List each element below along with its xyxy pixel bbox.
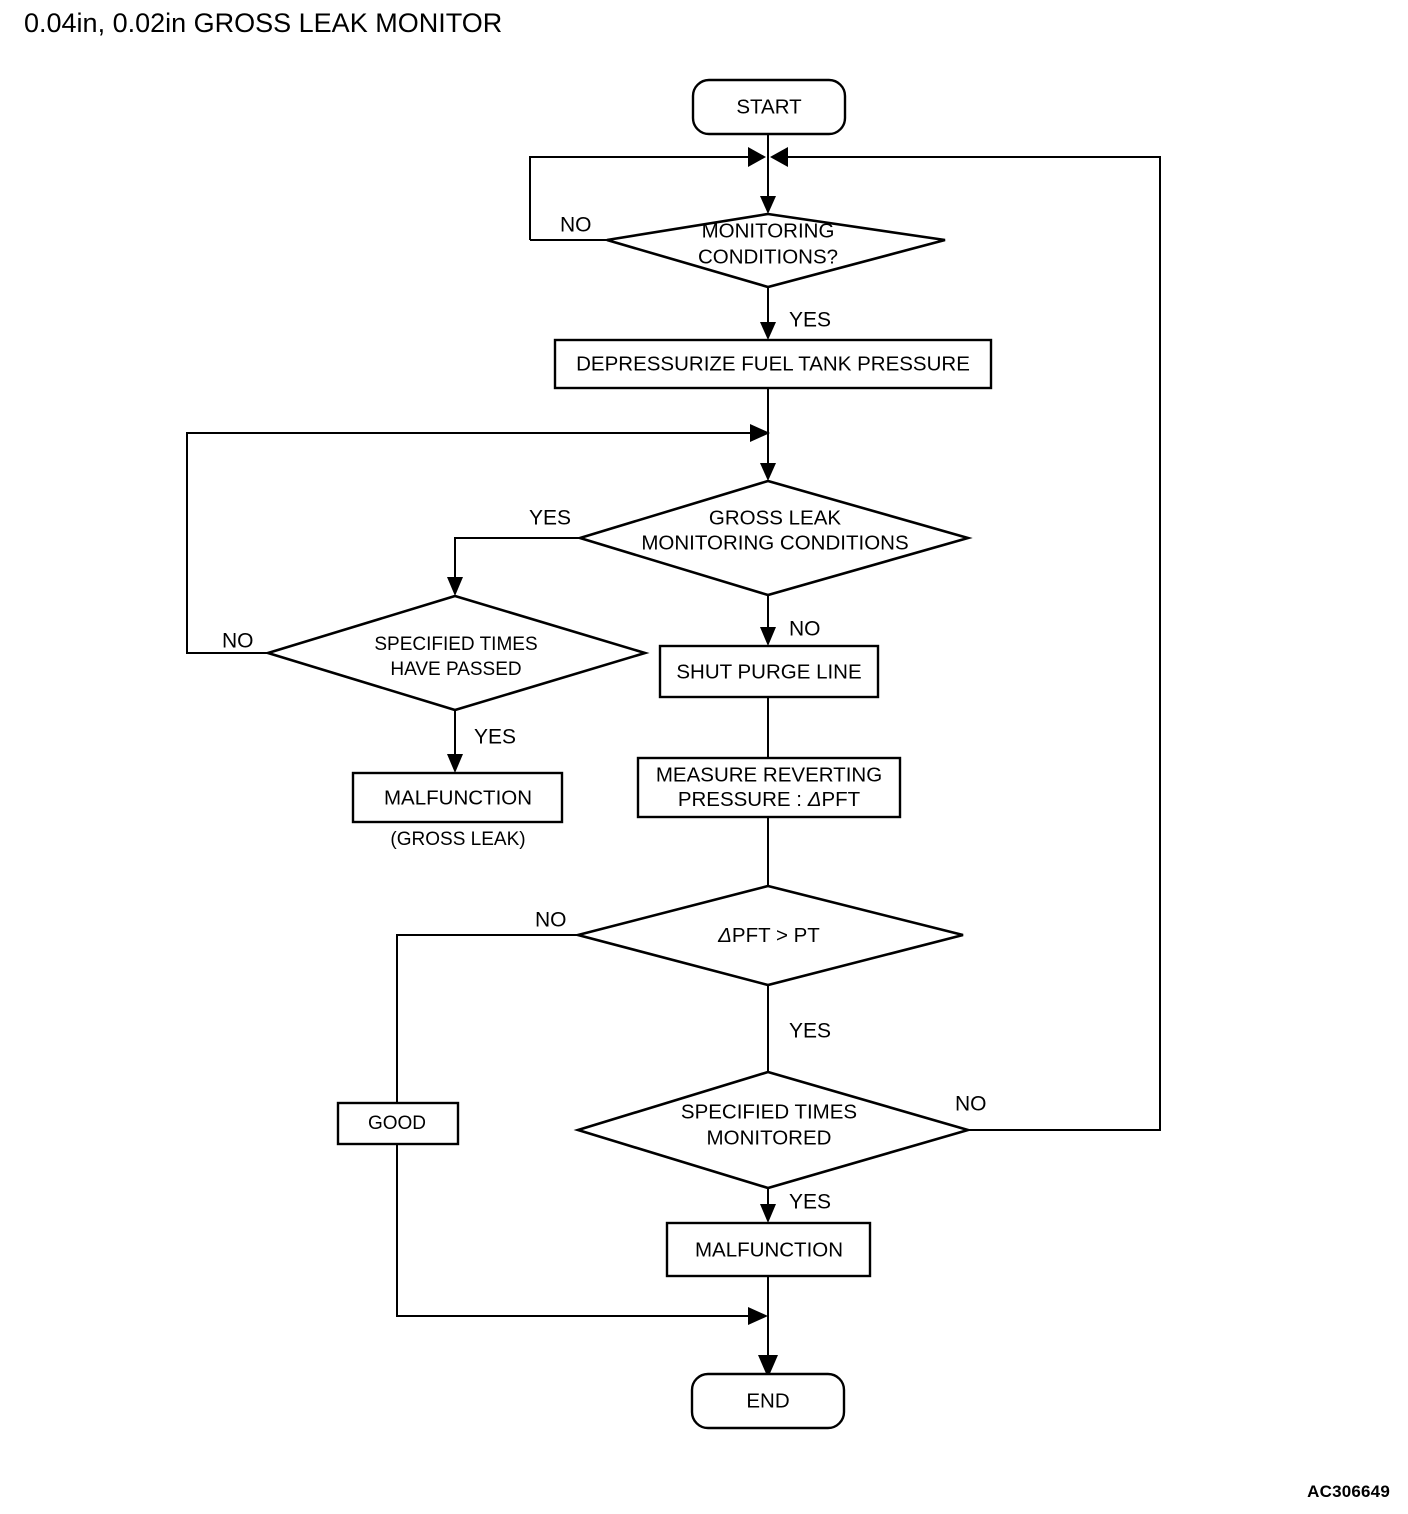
arrowhead-monitoring-yes — [760, 322, 776, 340]
node-shut-purge-line: SHUT PURGE LINE — [658, 644, 880, 699]
node-gross-leak-conditions: GROSS LEAK MONITORING CONDITIONS — [575, 479, 973, 597]
node-good: GOOD — [336, 1101, 460, 1146]
depressurize-label: DEPRESSURIZE FUEL TANK PRESSURE — [576, 352, 970, 375]
malfunction-label: MALFUNCTION — [695, 1238, 843, 1261]
edge-monitored-no-loop — [788, 156, 1161, 1131]
dpft-gt-pt-label: ΔPFT > PT — [717, 924, 820, 947]
delta-symbol-measure: Δ — [807, 788, 822, 811]
specified-times-monitored-line1: SPECIFIED TIMES — [681, 1100, 857, 1123]
start-shape — [691, 78, 847, 136]
monitoring-conditions-line2: CONDITIONS? — [698, 245, 838, 268]
arrowhead-start-to-monitoring — [760, 196, 776, 214]
specified-times-monitored-line2: MONITORED — [707, 1126, 832, 1149]
dpft-gt-pt-shape — [572, 884, 964, 987]
node-dpft-gt-pt: ΔPFT > PT — [572, 884, 964, 987]
edge-label-monitored-yes: YES — [789, 1191, 831, 1214]
malfunction-gross-leak-shape — [351, 771, 564, 824]
gross-leak-conditions-shape — [575, 479, 973, 597]
arrowhead-no-loop-right — [770, 147, 788, 167]
edge-times-passed-no-loop — [186, 432, 750, 654]
arrowhead-to-end — [758, 1355, 778, 1378]
arrowhead-grossleak-no — [760, 627, 776, 646]
edge-label-dpft-yes: YES — [789, 1020, 831, 1043]
edge-grossleak-yes — [454, 537, 580, 577]
gross-leak-line1: GROSS LEAK — [709, 506, 841, 529]
measure-reverting-line1: MEASURE REVERTING — [656, 763, 882, 786]
node-depressurize: DEPRESSURIZE FUEL TANK PRESSURE — [553, 338, 993, 390]
malfunction-gross-leak-caption: (GROSS LEAK) — [390, 829, 525, 850]
node-malfunction-gross-leak: MALFUNCTION (GROSS LEAK) — [351, 771, 564, 850]
edge-label-monitored-no: NO — [955, 1093, 987, 1116]
watermark-code: AC306649 — [1307, 1482, 1390, 1501]
gross-leak-line2: MONITORING CONDITIONS — [641, 531, 908, 554]
end-label: END — [746, 1389, 789, 1412]
arrowhead-times-passed-yes — [447, 754, 463, 773]
good-shape — [336, 1101, 460, 1146]
edge-label-times-passed-yes: YES — [474, 726, 516, 749]
edge-label-grossleak-yes: YES — [529, 507, 571, 530]
monitoring-conditions-shape — [606, 212, 946, 289]
good-label: GOOD — [368, 1113, 426, 1134]
node-start: START — [691, 78, 847, 136]
measure-reverting-shape — [636, 756, 902, 819]
monitoring-conditions-line1: MONITORING — [702, 219, 835, 242]
node-specified-times-monitored: SPECIFIED TIMES MONITORED — [573, 1070, 973, 1190]
edge-label-monitoring-no: NO — [560, 214, 592, 237]
edge-label-grossleak-no: NO — [789, 618, 821, 641]
specified-times-monitored-shape — [573, 1070, 973, 1190]
specified-times-passed-line2: HAVE PASSED — [390, 659, 521, 680]
node-end: END — [690, 1372, 846, 1430]
malfunction-gross-leak-label: MALFUNCTION — [384, 786, 532, 809]
measure-reverting-line2-pre: PRESSURE : — [678, 788, 808, 811]
delta-symbol-dpft: Δ — [717, 924, 732, 947]
node-malfunction: MALFUNCTION — [665, 1221, 872, 1278]
edge-label-times-passed-no: NO — [222, 630, 254, 653]
arrowhead-depressurize-to-grossleak — [760, 463, 776, 481]
depressurize-shape — [553, 338, 993, 390]
measure-reverting-line2: PRESSURE : ΔPFT — [678, 788, 861, 811]
measure-reverting-line2-post: PFT — [821, 788, 860, 811]
start-label: START — [736, 95, 802, 118]
specified-times-passed-line1: SPECIFIED TIMES — [374, 634, 537, 655]
malfunction-shape — [665, 1221, 872, 1278]
node-measure-reverting: MEASURE REVERTING PRESSURE : ΔPFT — [636, 756, 902, 819]
edge-monitoring-no-loop — [529, 156, 748, 240]
shut-purge-line-shape — [658, 644, 880, 699]
arrowhead-times-passed-no-loop — [750, 424, 770, 442]
dpft-gt-pt-rest: PFT > PT — [732, 924, 820, 947]
edge-label-monitoring-yes: YES — [789, 309, 831, 332]
arrowhead-good-merge — [748, 1307, 768, 1325]
node-specified-times-passed: SPECIFIED TIMES HAVE PASSED — [263, 594, 650, 712]
end-shape — [690, 1372, 846, 1430]
node-monitoring-conditions: MONITORING CONDITIONS? — [606, 212, 946, 289]
shut-purge-line-label: SHUT PURGE LINE — [676, 660, 861, 683]
specified-times-passed-shape — [263, 594, 650, 712]
arrowhead-no-loop-left — [748, 147, 766, 167]
page-title: 0.04in, 0.02in GROSS LEAK MONITOR — [24, 8, 503, 38]
edge-label-dpft-no: NO — [535, 909, 567, 932]
arrowhead-grossleak-yes — [447, 577, 463, 596]
arrowhead-monitored-yes — [760, 1204, 776, 1223]
